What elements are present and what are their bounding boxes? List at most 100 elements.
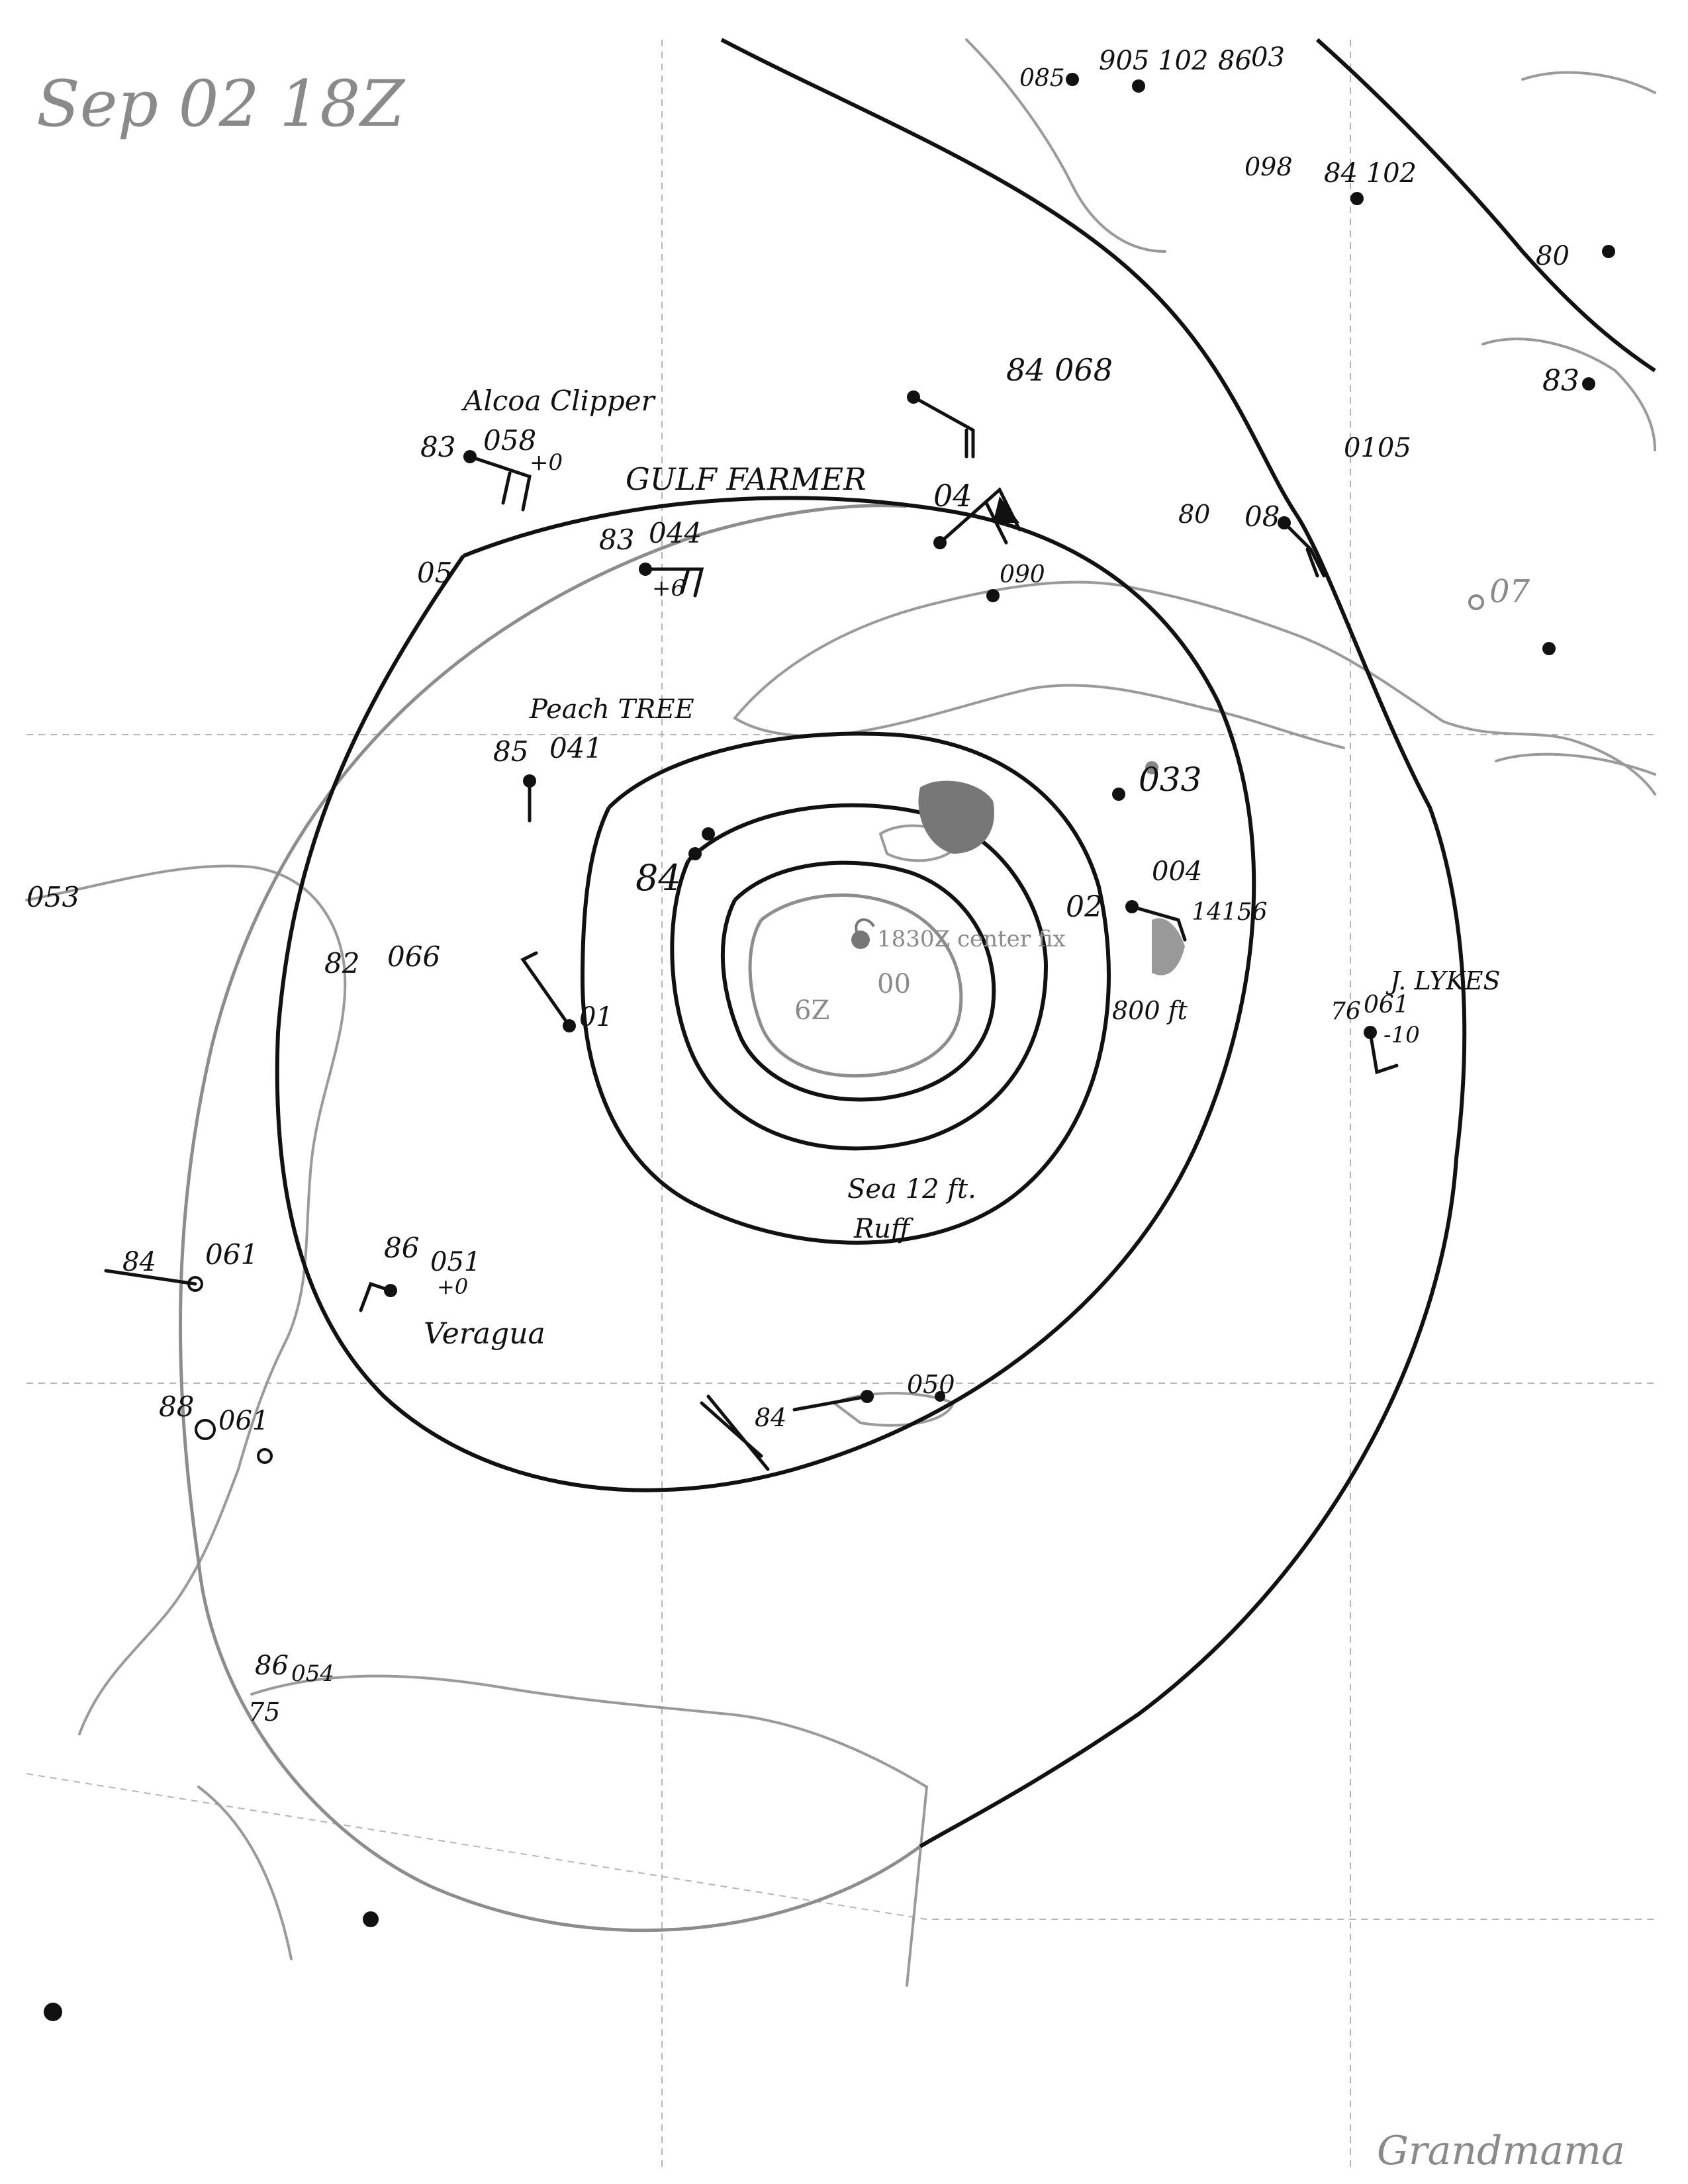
coast-cuba <box>733 580 1656 796</box>
val-w: 75 <box>248 1698 280 1727</box>
ship-temp-veragua: 86 <box>384 1232 419 1264</box>
isobar-third <box>275 496 1256 1492</box>
station-s <box>700 1390 874 1471</box>
storm-center: 1830Z center fix 00 6Z <box>794 918 1066 1026</box>
val-v: 054 <box>291 1661 334 1687</box>
isobars <box>179 38 1467 1933</box>
ship-temp-gulf-farmer: 83 <box>599 523 634 556</box>
isobar-inner-2 <box>720 860 996 1102</box>
station-misc <box>935 761 1158 1402</box>
station-e8 <box>1278 516 1326 578</box>
ship-reports: Alcoa Clipper 83 058 +0 GULF FARMER 83 0… <box>384 385 1501 1351</box>
station-peach-tree <box>523 774 536 823</box>
val-o: 061 <box>205 1238 258 1271</box>
val-i: 84 <box>635 857 681 899</box>
station-veragua <box>359 1281 397 1312</box>
val-b: 090 <box>1000 561 1045 588</box>
val-a: 04 <box>933 478 972 514</box>
val-d: 004 <box>1152 856 1202 887</box>
val-u: 86 <box>255 1651 289 1681</box>
val-af: 80 <box>1178 500 1210 529</box>
val-ae: 83 <box>1542 364 1579 398</box>
isobar-inner-1 <box>670 803 1049 1151</box>
chart-date-time: Sep 02 18Z <box>36 67 406 141</box>
station-c <box>1112 788 1125 801</box>
annotations: Sea 12 ft. Ruff 800 ft 14156 <box>847 899 1268 1244</box>
isobar-outer-gray <box>179 504 921 1933</box>
station-d <box>1125 900 1187 942</box>
isobar-outer <box>720 38 1467 1848</box>
analyst-signature: Grandmama <box>1377 2128 1625 2174</box>
ship-pressure-veragua: 051 <box>430 1247 481 1277</box>
center-pressure: 00 <box>877 969 911 999</box>
station-f <box>520 951 576 1032</box>
station-nw <box>907 390 975 459</box>
coast-south-america <box>250 1674 928 1788</box>
val-q: 88 <box>159 1390 194 1423</box>
ship-pressure-gulf-farmer: 044 <box>649 517 702 549</box>
val-m: 07 <box>1489 573 1530 610</box>
station-sw <box>44 1911 379 2021</box>
val-l: 08 <box>1244 500 1280 533</box>
station-q <box>195 1419 273 1464</box>
station-b <box>986 589 1000 602</box>
isobar-second <box>580 731 1111 1245</box>
val-s: 050 <box>907 1370 955 1399</box>
val-ac: 085 <box>1019 65 1065 92</box>
station-ships-center <box>688 827 715 860</box>
station-o <box>104 1269 203 1292</box>
val-t: 84 <box>755 1403 786 1432</box>
val-ag: 0105 <box>1344 433 1411 463</box>
value-14156: 14156 <box>1192 899 1268 926</box>
val-ab: 098 <box>1244 152 1293 181</box>
sea-state: Sea 12 ft. <box>847 1174 976 1205</box>
val-e: 02 <box>1066 890 1103 924</box>
coastlines <box>25 38 1656 1987</box>
ship-name-veragua: Veragua <box>424 1317 545 1351</box>
height-800ft: 800 ft <box>1112 996 1188 1025</box>
ship-name-jlykes: J. LYKES <box>1385 966 1501 995</box>
val-aa: 84 102 <box>1324 158 1417 189</box>
station-ne-dots <box>1066 73 1615 390</box>
frontal-line <box>1316 38 1656 373</box>
ship-temp-jlykes: 76 <box>1331 998 1361 1025</box>
station-alcoa <box>463 450 532 512</box>
station-m <box>1468 594 1556 655</box>
ship-pressure-alcoa: 058 <box>483 424 536 457</box>
rain-shading <box>918 780 1185 976</box>
ship-pressure-peach-tree: 041 <box>549 732 602 764</box>
ship-pressure-jlykes: 061 <box>1364 991 1409 1019</box>
val-n: 053 <box>26 881 79 913</box>
coast-central-america <box>78 1468 240 1735</box>
ship-name-alcoa: Alcoa Clipper <box>461 385 657 417</box>
val-r: 061 <box>218 1406 269 1436</box>
station-jlykes <box>1364 1026 1399 1075</box>
ship-name-peach-tree: Peach TREE <box>529 694 694 725</box>
val-h: 82 <box>324 947 359 979</box>
val-y: 86 <box>1218 46 1252 76</box>
station-values: 04 090 033 004 02 01 066 82 84 84 068 05… <box>26 42 1579 1727</box>
val-p: 84 <box>122 1247 156 1277</box>
ship-tend-alcoa: +0 <box>530 449 563 476</box>
val-c: 033 <box>1139 760 1201 799</box>
val-j: 84 068 <box>1006 352 1113 388</box>
station-gulf-farmer <box>639 563 704 598</box>
val-g: 066 <box>387 940 440 973</box>
val-f: 01 <box>579 1002 613 1032</box>
val-z: 03 <box>1251 42 1285 73</box>
ship-tend-veragua: +0 <box>437 1274 468 1299</box>
ship-temp-peach-tree: 85 <box>493 735 528 768</box>
val-k: 05 <box>417 557 452 589</box>
coast-yucatan <box>25 864 347 1471</box>
center-time: 6Z <box>794 995 829 1026</box>
isobar-inner-3 <box>748 893 963 1078</box>
val-ad: 80 <box>1536 241 1570 271</box>
ship-tend-jlykes: -10 <box>1383 1022 1420 1048</box>
grid-lines <box>26 40 1655 2171</box>
station-a <box>933 486 1021 549</box>
ship-name-gulf-farmer: GULF FARMER <box>626 461 867 497</box>
station-markers <box>44 73 1615 2021</box>
center-fix-label: 1830Z center fix <box>877 926 1066 952</box>
ship-temp-alcoa: 83 <box>420 431 455 463</box>
